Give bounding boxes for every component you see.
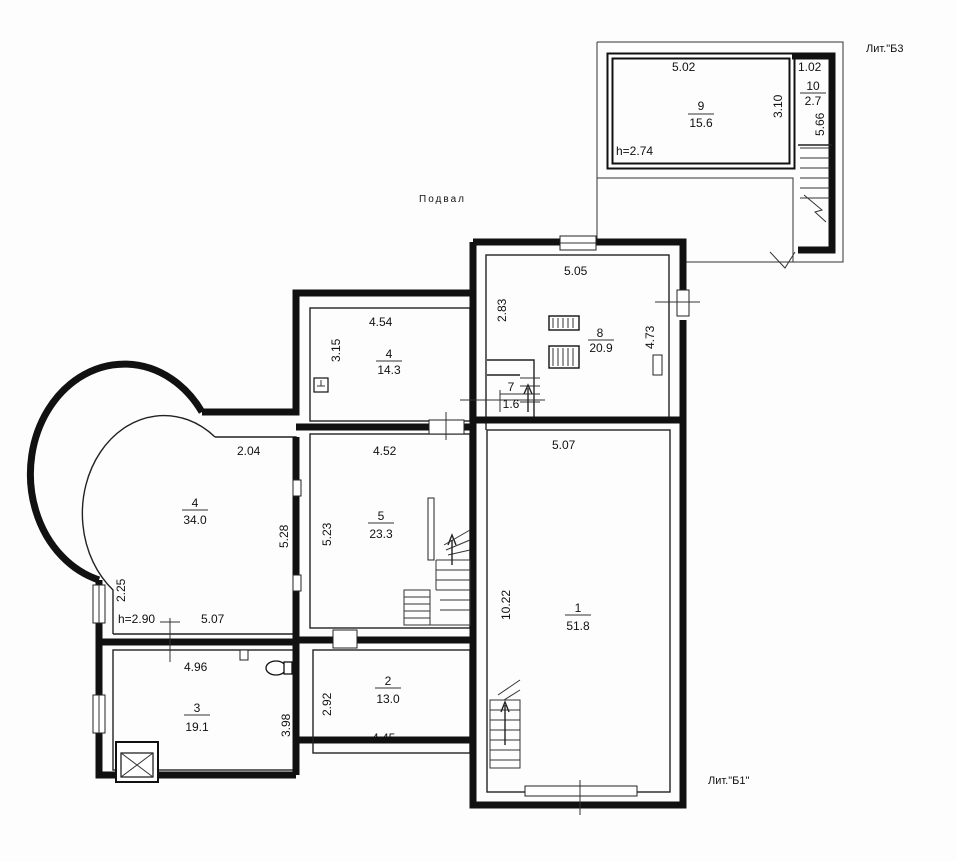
room-number: 9 — [698, 99, 705, 113]
stair-room-1 — [489, 679, 521, 769]
sink-fixture — [313, 377, 329, 393]
dimension-label: 2.25 — [114, 578, 128, 602]
dimension-label: 4.54 — [369, 315, 393, 329]
room-7-label: 7 1.6 — [500, 380, 522, 411]
main-outer-walls — [26, 238, 687, 809]
dimension-label: 5.23 — [320, 522, 334, 546]
room-number: 4 — [386, 347, 393, 361]
window-marks — [92, 235, 700, 815]
room-1-label: 1 51.8 — [565, 601, 591, 633]
room-number: 7 — [508, 380, 515, 394]
room-number: 10 — [806, 79, 820, 93]
toilet-fixture — [265, 660, 293, 676]
dimension-label: 5.05 — [564, 264, 588, 278]
room-number: 8 — [597, 326, 604, 340]
dimension-label: 4.52 — [373, 444, 397, 458]
room-number: 4 — [192, 496, 199, 510]
block-label-b1: Лит."Б1" — [708, 775, 749, 787]
dimension-label: 5.07 — [201, 612, 225, 626]
dimension-label: 1.02 — [798, 60, 822, 74]
room-4-large-label: 4 34.0 — [182, 496, 208, 527]
dimension-label: 3.98 — [279, 713, 293, 737]
dimension-label: 5.28 — [277, 524, 291, 548]
room-area: 15.6 — [689, 116, 713, 130]
room-2-label: 2 13.0 — [375, 674, 401, 706]
room-10-walls — [792, 52, 836, 254]
dimension-label: 4.73 — [643, 325, 657, 349]
room-number: 5 — [378, 509, 385, 523]
block-label-b3: Лит."Б3 — [866, 43, 903, 55]
room-8-label: 8 20.9 — [588, 326, 614, 355]
room-area: 34.0 — [183, 513, 207, 527]
room-area: 14.3 — [377, 363, 401, 377]
room-7-walls — [487, 359, 535, 418]
dimension-label: 5.07 — [552, 438, 576, 452]
dimension-label: 10.22 — [499, 590, 513, 620]
dimension-label: 3.15 — [329, 338, 343, 362]
dimension-label: 2.83 — [495, 298, 509, 322]
room-9-label: 9 15.6 — [688, 99, 714, 130]
room-area: 19.1 — [185, 720, 209, 734]
room-area: 20.9 — [589, 341, 613, 355]
room-3-label: 3 19.1 — [184, 701, 210, 734]
room-number: 3 — [194, 701, 201, 715]
shower-fixture — [115, 741, 159, 783]
dimension-label: 5.66 — [813, 112, 827, 136]
dimension-label: h=2.74 — [616, 144, 653, 158]
dimension-label: 3.10 — [771, 94, 785, 118]
room-area: 2.7 — [805, 94, 822, 108]
room-9-walls — [606, 52, 796, 170]
dimension-label: h=2.90 — [118, 612, 155, 626]
stair-room-5 — [403, 497, 471, 626]
room-area: 51.8 — [566, 619, 590, 633]
dimension-label: 4.96 — [184, 660, 208, 674]
dimension-label: 4.45 — [372, 731, 396, 745]
room-5-label: 5 23.3 — [368, 509, 394, 541]
room-number: 2 — [385, 674, 392, 688]
dimension-label: 5.02 — [672, 60, 696, 74]
room-10-label: 10 2.7 — [800, 79, 826, 108]
boiler-equipment — [548, 315, 580, 369]
room-area: 13.0 — [376, 692, 400, 706]
dimension-label: 2.04 — [237, 444, 261, 458]
room-area: 23.3 — [369, 527, 393, 541]
plan-title: Подвал — [419, 194, 466, 205]
room-number: 1 — [575, 601, 582, 615]
stair-room-7 — [520, 377, 540, 412]
room-4-small-label: 4 14.3 — [376, 347, 402, 377]
stair-b3 — [769, 147, 830, 269]
dimension-label: 2.92 — [320, 692, 334, 716]
room-area: 1.6 — [503, 397, 520, 411]
